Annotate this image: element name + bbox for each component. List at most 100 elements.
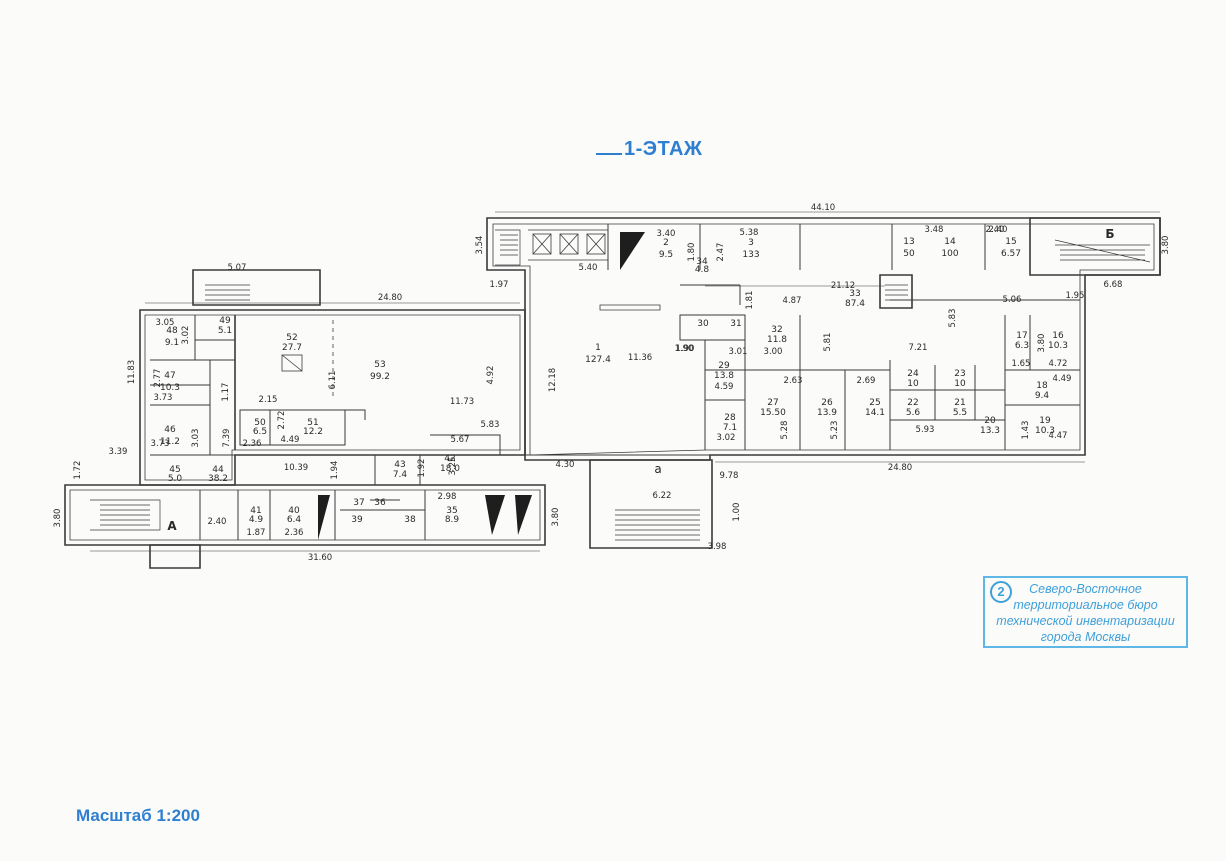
room-label-73: 7.1 xyxy=(723,423,737,433)
dimension-56: 1.92 xyxy=(417,459,427,478)
room-label-59: 13.3 xyxy=(980,426,1000,436)
room-label-5: 133 xyxy=(742,250,759,260)
dimension-15: 1.80 xyxy=(687,243,697,262)
room-label-71: 31 xyxy=(730,319,741,329)
plan-walls xyxy=(64,217,1161,569)
room-label-58: 20 xyxy=(984,416,996,426)
room-label-69: 4.8 xyxy=(695,265,710,275)
dimension-48: 3.98 xyxy=(708,542,727,552)
room-label-56: 21 xyxy=(954,398,965,408)
dimension-72: 3.03 xyxy=(191,429,201,448)
room-label-55: 5.6 xyxy=(906,408,921,418)
dimension-43: 4.30 xyxy=(556,460,575,470)
dimension-33: 3.01 xyxy=(729,347,748,357)
room-label-41: 87.4 xyxy=(845,299,865,309)
dimension-62: 1.17 xyxy=(221,383,231,402)
room-label-67: 10.3 xyxy=(1048,341,1068,351)
room-label-32: 41 xyxy=(250,506,261,516)
dimension-44: 6.22 xyxy=(653,491,672,501)
dimension-9: 6.11 xyxy=(328,371,338,390)
dimension-21: 1.95 xyxy=(1066,291,1085,301)
room-label-8: 14 xyxy=(944,237,956,247)
dimension-0: 44.10 xyxy=(811,203,835,213)
dimension-17: 1.97 xyxy=(490,280,509,290)
dimension-77: 1.90 xyxy=(676,344,695,354)
dimension-1: 24.80 xyxy=(378,293,402,303)
dimension-60: 2.72 xyxy=(277,411,287,430)
dimension-29: 2.69 xyxy=(857,376,876,386)
room-label-29: 7.4 xyxy=(393,470,408,480)
dimension-3: 31.60 xyxy=(308,553,332,563)
dimension-68: 3.02 xyxy=(181,326,191,345)
room-label-37: 8.9 xyxy=(445,515,460,525)
room-label-36: 35 xyxy=(446,506,457,516)
room-label-49: 14.1 xyxy=(865,408,885,418)
room-label-43: 13.8 xyxy=(714,371,734,381)
dimension-22: 5.06 xyxy=(1003,295,1022,305)
dimension-2: 24.80 xyxy=(888,463,912,473)
dimension-lines xyxy=(90,211,1160,552)
dimension-16: 2.47 xyxy=(716,243,726,262)
room-label-23: 5.1 xyxy=(218,326,232,336)
room-label-76: 50 xyxy=(254,418,266,428)
dimension-64: 3.39 xyxy=(109,447,128,457)
dimension-19: 3.80 xyxy=(1161,236,1171,255)
north-stair xyxy=(495,229,521,266)
dimension-32: 3.00 xyxy=(764,347,783,357)
room-label-61: 10.3 xyxy=(1035,426,1055,436)
dimension-47: 1.00 xyxy=(732,503,742,522)
floor-number: 1- xyxy=(624,138,643,160)
south-west-stair xyxy=(90,499,161,531)
dimension-20: 6.68 xyxy=(1104,280,1123,290)
room-label-51: 10 xyxy=(907,379,919,389)
shaft-shading-1 xyxy=(620,232,645,270)
room-label-38: 32 xyxy=(771,325,782,335)
dimension-49: 2.40 xyxy=(208,517,227,527)
dimension-67: 3.05 xyxy=(156,318,175,328)
room-label-19: 10.3 xyxy=(160,383,180,393)
room-label-54: 22 xyxy=(907,398,918,408)
dimension-14: 3.40 xyxy=(657,229,676,239)
room-label-26: 44 xyxy=(212,465,224,475)
room-label-3: 9.5 xyxy=(659,250,673,260)
dimension-50: 1.87 xyxy=(247,528,266,538)
dimension-31: 5.23 xyxy=(830,421,840,440)
room-label-15: 27.7 xyxy=(282,343,302,353)
dimension-36: 5.93 xyxy=(916,425,935,435)
entrance-label: а xyxy=(654,462,661,476)
room-label-75: 12.2 xyxy=(303,427,323,437)
outer-wall-center-inner xyxy=(492,223,1155,456)
dimension-63: 7.39 xyxy=(222,429,232,448)
room-label-64: 17 xyxy=(1016,331,1027,341)
room-label-81: 39 xyxy=(351,515,363,525)
room-label-17: 11.2 xyxy=(160,437,180,447)
dimension-23: 5.83 xyxy=(948,309,958,328)
lift-cabins xyxy=(281,233,606,372)
shaft-shading-2 xyxy=(318,495,330,540)
room-label-14: 52 xyxy=(286,333,297,343)
room-label-9: 100 xyxy=(941,249,958,259)
room-label-60: 19 xyxy=(1039,416,1051,426)
dimension-5: 12.18 xyxy=(548,368,558,392)
inventory-bureau-stamp: 2 Северо-Восточное территориальное бюро … xyxy=(983,576,1188,648)
room-label-22: 49 xyxy=(219,316,231,326)
room-label-7: 50 xyxy=(903,249,915,259)
room-label-4: 3 xyxy=(748,238,754,248)
north-east-stair-block xyxy=(879,274,913,309)
dimension-28: 2.63 xyxy=(784,376,803,386)
stamp-line-4: города Москвы xyxy=(1040,630,1131,644)
south-west-stair-block xyxy=(149,544,201,569)
dimension-71: 3.73 xyxy=(151,439,170,449)
room-label-48: 25 xyxy=(869,398,880,408)
room-label-6: 13 xyxy=(903,237,914,247)
room-label-21: 9.1 xyxy=(165,338,179,348)
outer-wall-south-inner xyxy=(69,489,541,541)
room-label-47: 13.9 xyxy=(817,408,837,418)
room-label-70: 30 xyxy=(697,319,709,329)
east-stair xyxy=(1054,239,1151,263)
floor-word: ЭТАЖ xyxy=(642,138,703,160)
entrance-stair xyxy=(615,509,700,541)
room-label-80: 38 xyxy=(404,515,416,525)
room-label-33: 4.9 xyxy=(249,515,264,525)
dimension-26: 5.81 xyxy=(823,333,833,352)
